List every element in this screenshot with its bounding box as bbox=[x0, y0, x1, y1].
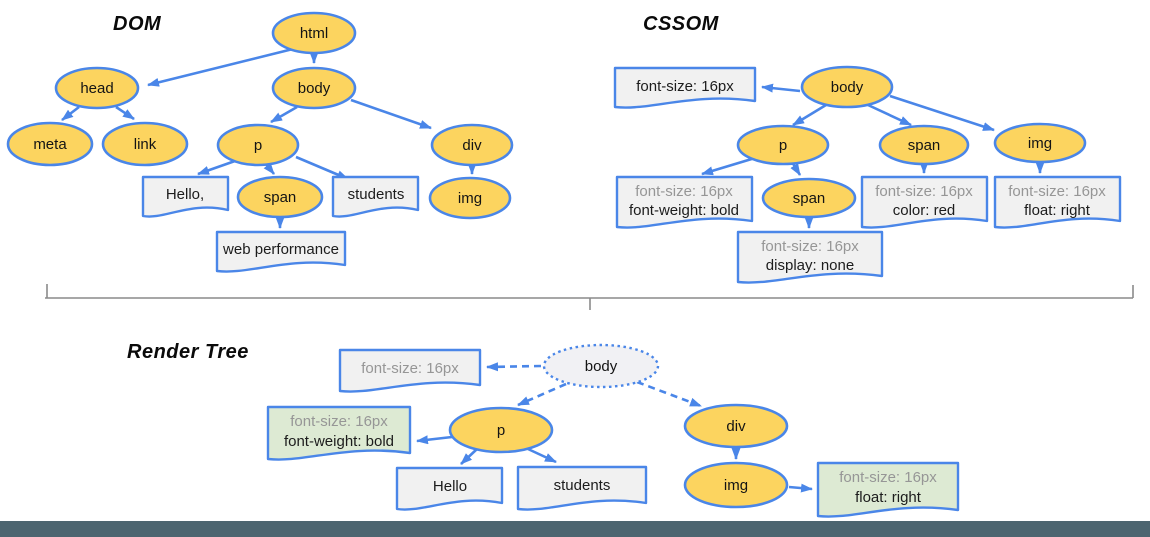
cssom-node-span-in-body: span bbox=[878, 124, 970, 166]
dom-node-img: img bbox=[428, 176, 512, 220]
dom-node-div: div bbox=[430, 123, 514, 167]
arrow-html-to-head bbox=[147, 46, 298, 87]
cssom-stylebox-p: font-size: 16px font-weight: bold bbox=[615, 175, 754, 229]
arrow-p-to-students bbox=[295, 155, 349, 181]
render-node-div-label: div bbox=[726, 418, 746, 435]
cssom-stylebox-img-line2: float: right bbox=[1024, 202, 1091, 219]
cssom-node-img-label: img bbox=[1028, 135, 1052, 152]
render-node-body: body bbox=[542, 343, 660, 389]
section-divider bbox=[45, 284, 1134, 310]
cssom-node-span-in-p: span bbox=[761, 177, 857, 219]
cssom-stylebox-img: font-size: 16px float: right bbox=[993, 175, 1122, 229]
render-node-img: img bbox=[683, 461, 789, 509]
arrow-render-p-to-hello bbox=[460, 448, 478, 465]
dom-node-span: span bbox=[236, 175, 324, 219]
render-stylebox-body-line1: font-size: 16px bbox=[361, 360, 459, 377]
render-tree-section: Render Tree body p div img bbox=[127, 341, 960, 518]
arrow-render-body-to-p bbox=[517, 382, 567, 407]
cssom-node-span-in-p-label: span bbox=[793, 190, 826, 207]
arrow-cssom-body-to-style bbox=[761, 83, 801, 93]
render-stylebox-img: font-size: 16px float: right bbox=[816, 461, 960, 518]
cssom-node-span-in-body-label: span bbox=[908, 137, 941, 154]
cssom-stylebox-span-in-body: font-size: 16px color: red bbox=[860, 175, 989, 229]
dom-node-link-label: link bbox=[134, 136, 157, 153]
arrow-cssom-body-to-img bbox=[889, 94, 995, 132]
arrow-cssom-body-to-span bbox=[867, 103, 912, 127]
dom-node-body: body bbox=[271, 66, 357, 110]
dom-node-span-label: span bbox=[264, 189, 297, 206]
dom-section: DOM html head body meta bbox=[6, 11, 514, 273]
arrow-render-img-to-style bbox=[788, 483, 813, 493]
cssom-stylebox-p-line2: font-weight: bold bbox=[629, 202, 739, 219]
dom-node-img-label: img bbox=[458, 190, 482, 207]
arrow-render-p-to-style bbox=[416, 435, 453, 445]
dom-node-meta-label: meta bbox=[33, 136, 67, 153]
cssom-stylebox-span-in-body-line2: color: red bbox=[893, 202, 956, 219]
cssom-title: CSSOM bbox=[643, 13, 720, 35]
dom-textbox-students-label: students bbox=[348, 186, 405, 203]
render-node-body-label: body bbox=[585, 358, 618, 375]
render-stylebox-p: font-size: 16px font-weight: bold bbox=[266, 405, 412, 461]
dom-textbox-hello-label: Hello, bbox=[166, 186, 204, 203]
arrow-head-to-meta bbox=[61, 105, 80, 122]
cssom-stylebox-span-in-p: font-size: 16px display: none bbox=[736, 230, 884, 284]
cssom-section: CSSOM body p span img span bbox=[613, 13, 1122, 284]
dom-node-div-label: div bbox=[462, 137, 482, 154]
dom-node-body-label: body bbox=[298, 80, 331, 97]
render-stylebox-p-line2: font-weight: bold bbox=[284, 433, 394, 450]
cssom-node-body: body bbox=[800, 65, 894, 109]
dom-textbox-web-performance-label: web performance bbox=[222, 241, 339, 258]
dom-node-meta: meta bbox=[6, 121, 94, 167]
render-stylebox-p-line1: font-size: 16px bbox=[290, 413, 388, 430]
arrow-cssom-body-to-p bbox=[792, 103, 827, 127]
dom-node-head-label: head bbox=[80, 80, 113, 97]
dom-title: DOM bbox=[113, 13, 162, 35]
render-textbox-hello: Hello bbox=[395, 466, 504, 511]
cssom-node-img: img bbox=[993, 122, 1087, 164]
dom-node-head: head bbox=[54, 66, 140, 110]
render-stylebox-body: font-size: 16px bbox=[338, 348, 482, 393]
dom-textbox-hello: Hello, bbox=[141, 175, 230, 218]
cssom-stylebox-body-line1: font-size: 16px bbox=[636, 78, 734, 95]
cssom-stylebox-body: font-size: 16px bbox=[613, 66, 757, 109]
render-stylebox-img-line1: font-size: 16px bbox=[839, 469, 937, 486]
cssom-stylebox-span-in-p-line1: font-size: 16px bbox=[761, 238, 859, 255]
dom-node-p: p bbox=[216, 123, 300, 167]
render-node-div: div bbox=[683, 403, 789, 449]
cssom-node-p-label: p bbox=[779, 137, 787, 154]
arrow-render-p-to-students bbox=[527, 447, 557, 464]
cssom-node-body-label: body bbox=[831, 79, 864, 96]
render-node-img-label: img bbox=[724, 477, 748, 494]
render-textbox-students: students bbox=[516, 465, 648, 511]
render-node-p-label: p bbox=[497, 422, 505, 439]
dom-textbox-web-performance: web performance bbox=[215, 230, 347, 273]
render-textbox-hello-label: Hello bbox=[433, 478, 467, 495]
arrow-body-to-div bbox=[350, 98, 432, 130]
render-stylebox-img-line2: float: right bbox=[855, 489, 922, 506]
arrow-p-to-hello bbox=[197, 159, 236, 176]
cssom-stylebox-span-in-body-line1: font-size: 16px bbox=[875, 183, 973, 200]
arrow-cssom-p-to-style bbox=[701, 156, 756, 176]
dom-node-html-label: html bbox=[300, 25, 328, 42]
render-node-p: p bbox=[448, 406, 554, 454]
render-textbox-students-label: students bbox=[554, 477, 611, 494]
cssom-stylebox-span-in-p-line2: display: none bbox=[766, 257, 854, 274]
arrow-render-body-to-style bbox=[486, 362, 542, 372]
arrow-render-body-to-div bbox=[636, 380, 702, 408]
cssom-node-p: p bbox=[736, 124, 830, 166]
render-tree-title: Render Tree bbox=[127, 341, 249, 363]
bottom-section-bar bbox=[0, 521, 1150, 537]
dom-node-link: link bbox=[101, 121, 189, 167]
dom-node-html: html bbox=[271, 11, 357, 55]
dom-textbox-students: students bbox=[331, 175, 420, 218]
cssom-stylebox-img-line1: font-size: 16px bbox=[1008, 183, 1106, 200]
cssom-stylebox-p-line1: font-size: 16px bbox=[635, 183, 733, 200]
dom-node-p-label: p bbox=[254, 137, 262, 154]
arrow-head-to-link bbox=[115, 105, 135, 121]
arrow-body-to-p bbox=[270, 105, 298, 124]
